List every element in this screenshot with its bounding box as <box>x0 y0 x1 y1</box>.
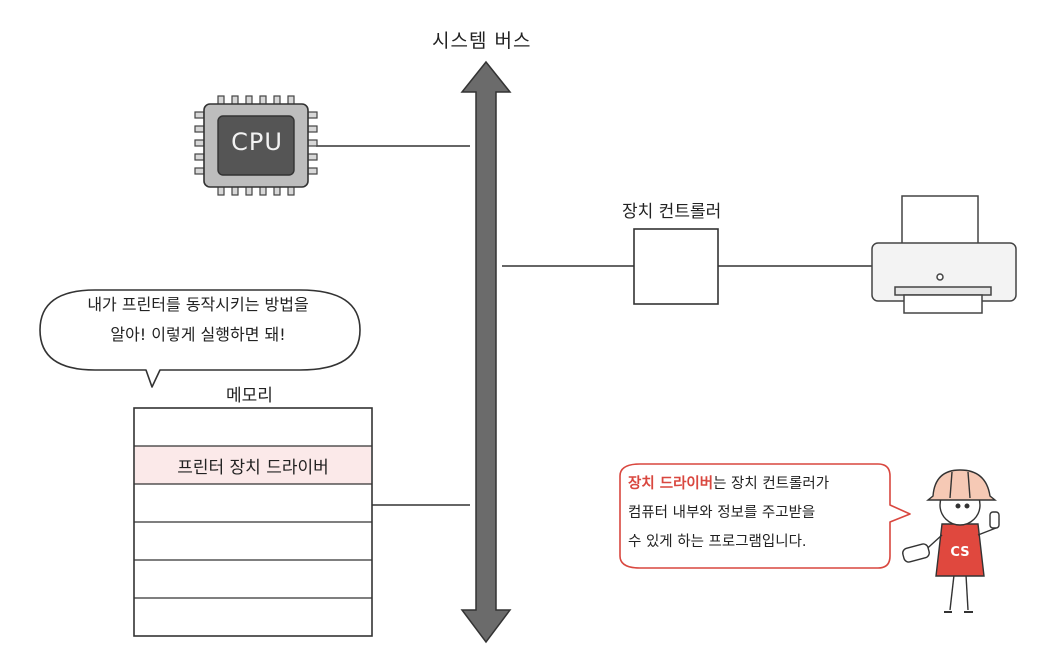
memory-label: 메모리 <box>226 386 273 406</box>
cs-character <box>902 469 1000 613</box>
speech-line-2: 알아! 이렇게 실행하면 돼! <box>110 325 286 344</box>
callout-line-1: 장치 드라이버는 장치 컨트롤러가 <box>628 470 888 499</box>
system-bus-label: 시스템 버스 <box>432 30 532 52</box>
callout-line-1-rest: 는 장치 컨트롤러가 <box>713 476 830 492</box>
device-controller-box <box>633 228 719 305</box>
cs-badge: CS <box>950 545 970 560</box>
system-bus-arrow <box>460 60 512 644</box>
cpu-chip-icon <box>194 95 318 196</box>
printer-icon <box>871 195 1017 314</box>
cpu-label: CPU <box>231 128 283 156</box>
memory-table <box>133 407 373 637</box>
device-controller-label: 장치 컨트롤러 <box>622 202 722 222</box>
callout-text: 장치 드라이버는 장치 컨트롤러가 컴퓨터 내부와 정보를 주고받을 수 있게 … <box>628 470 888 557</box>
callout-line-2: 컴퓨터 내부와 정보를 주고받을 <box>628 505 816 521</box>
memory-row-printer-driver: 프린터 장치 드라이버 <box>177 458 329 478</box>
callout-highlight: 장치 드라이버 <box>628 476 714 492</box>
speech-text: 내가 프린터를 동작시키는 방법을 알아! 이렇게 실행하면 돼! <box>48 290 348 350</box>
callout-bubble <box>619 463 911 569</box>
speech-line-1: 내가 프린터를 동작시키는 방법을 <box>87 295 309 314</box>
speech-bubble <box>39 289 361 388</box>
callout-line-3: 수 있게 하는 프로그램입니다. <box>628 534 807 550</box>
